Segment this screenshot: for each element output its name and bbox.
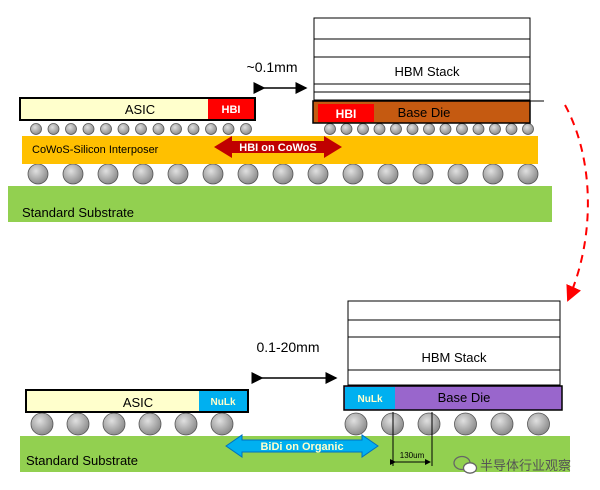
top-asic (19, 97, 256, 121)
solder-ball (97, 163, 119, 185)
top-substrate-label: Standard Substrate (22, 205, 134, 220)
bottom-asic-label: ASIC (123, 395, 153, 410)
solder-ball (342, 163, 364, 185)
top-asic-label: ASIC (125, 102, 155, 117)
micro-bump (373, 123, 386, 135)
top-link-label: HBI on CoWoS (239, 142, 316, 154)
solder-ball (30, 412, 54, 436)
solder-ball (138, 412, 162, 436)
top-base-hbi-block (318, 104, 374, 122)
micro-bump (505, 123, 518, 135)
micro-bump (240, 123, 252, 135)
top-link-arrow (214, 136, 342, 158)
solder-ball (447, 163, 469, 185)
solder-ball (344, 412, 368, 436)
solder-ball (210, 412, 234, 436)
solder-ball (412, 163, 434, 185)
watermark: 半导体行业观察 (453, 455, 571, 474)
micro-bump (222, 123, 235, 135)
bottom-asic-nulk-block (199, 391, 247, 411)
bottom-substrate-label: Standard Substrate (26, 453, 138, 468)
micro-bump (65, 123, 77, 135)
wechat-icon (453, 455, 478, 474)
top-interposer-label: CoWoS-Silicon Interposer (32, 144, 159, 156)
bottom-gap-label: 0.1-20mm (256, 339, 319, 355)
micro-bump (472, 123, 485, 135)
solder-ball (377, 163, 399, 185)
watermark-text: 半导体行业观察 (480, 459, 571, 474)
solder-ball (202, 163, 224, 185)
bottom-link-arrow (225, 434, 379, 458)
solder-ball (482, 163, 504, 185)
bottom-pitch-label: 130um (400, 451, 425, 460)
solder-ball (237, 163, 259, 185)
micro-bump (170, 123, 182, 135)
top-asic-hbi-label: HBI (222, 104, 241, 116)
solder-ball (102, 412, 126, 436)
micro-bump (489, 123, 501, 135)
micro-bump (152, 123, 165, 135)
micro-bump (522, 123, 534, 135)
top-substrate (8, 186, 552, 222)
micro-bump (439, 123, 452, 135)
micro-bump (117, 123, 130, 135)
micro-bump (205, 123, 217, 135)
micro-bump (456, 123, 468, 135)
solder-ball (490, 412, 514, 436)
micro-bump (390, 123, 402, 135)
bottom-bga-balls (30, 412, 550, 436)
solder-ball (272, 163, 294, 185)
solder-ball (517, 163, 539, 185)
bottom-base-nulk-block (345, 387, 395, 409)
solder-ball (454, 412, 477, 436)
bottom-pitch-dimension (390, 412, 433, 466)
top-base-hbi-label: HBI (336, 107, 357, 121)
micro-bump (340, 123, 353, 135)
top-diagram: Standard Substrate CoWoS-Silicon Interpo… (8, 17, 552, 222)
bottom-link-label: BiDi on Organic (260, 441, 343, 453)
micro-bump (406, 123, 419, 135)
solder-ball (527, 412, 550, 436)
micro-bump (82, 123, 95, 135)
bottom-hbm-stack-label: HBM Stack (421, 350, 487, 365)
connector-dashed-arrow (564, 104, 589, 302)
bottom-hbm-stack (347, 300, 561, 386)
solder-ball (66, 412, 90, 436)
solder-ball (62, 163, 84, 185)
micro-bump (423, 123, 435, 135)
bottom-asic-nulk-label: NuLk (211, 397, 236, 408)
top-micro-bumps (30, 123, 534, 135)
micro-bump (135, 123, 147, 135)
bottom-asic (25, 389, 249, 413)
micro-bump (324, 123, 336, 135)
top-asic-hbi-block (208, 99, 254, 119)
micro-bump (30, 123, 42, 135)
top-hbm-stack (313, 17, 531, 101)
bottom-base-die-label: Base Die (438, 390, 491, 405)
micro-bump (187, 123, 200, 135)
bottom-base-nulk-label: NuLk (358, 394, 383, 405)
top-bga-balls (27, 163, 539, 185)
solder-ball (417, 412, 441, 436)
bottom-diagram: Standard Substrate ASIC NuLk HBM Stack N… (20, 300, 570, 472)
top-hbm-stack-label: HBM Stack (394, 64, 460, 79)
micro-bump (100, 123, 112, 135)
top-base-die-label: Base Die (398, 105, 451, 120)
solder-ball (174, 412, 198, 436)
solder-ball (307, 163, 329, 185)
top-gap-label: ~0.1mm (247, 59, 298, 75)
solder-ball (27, 163, 49, 185)
solder-ball (167, 163, 189, 185)
solder-ball (132, 163, 154, 185)
micro-bump (47, 123, 60, 135)
micro-bump (357, 123, 369, 135)
